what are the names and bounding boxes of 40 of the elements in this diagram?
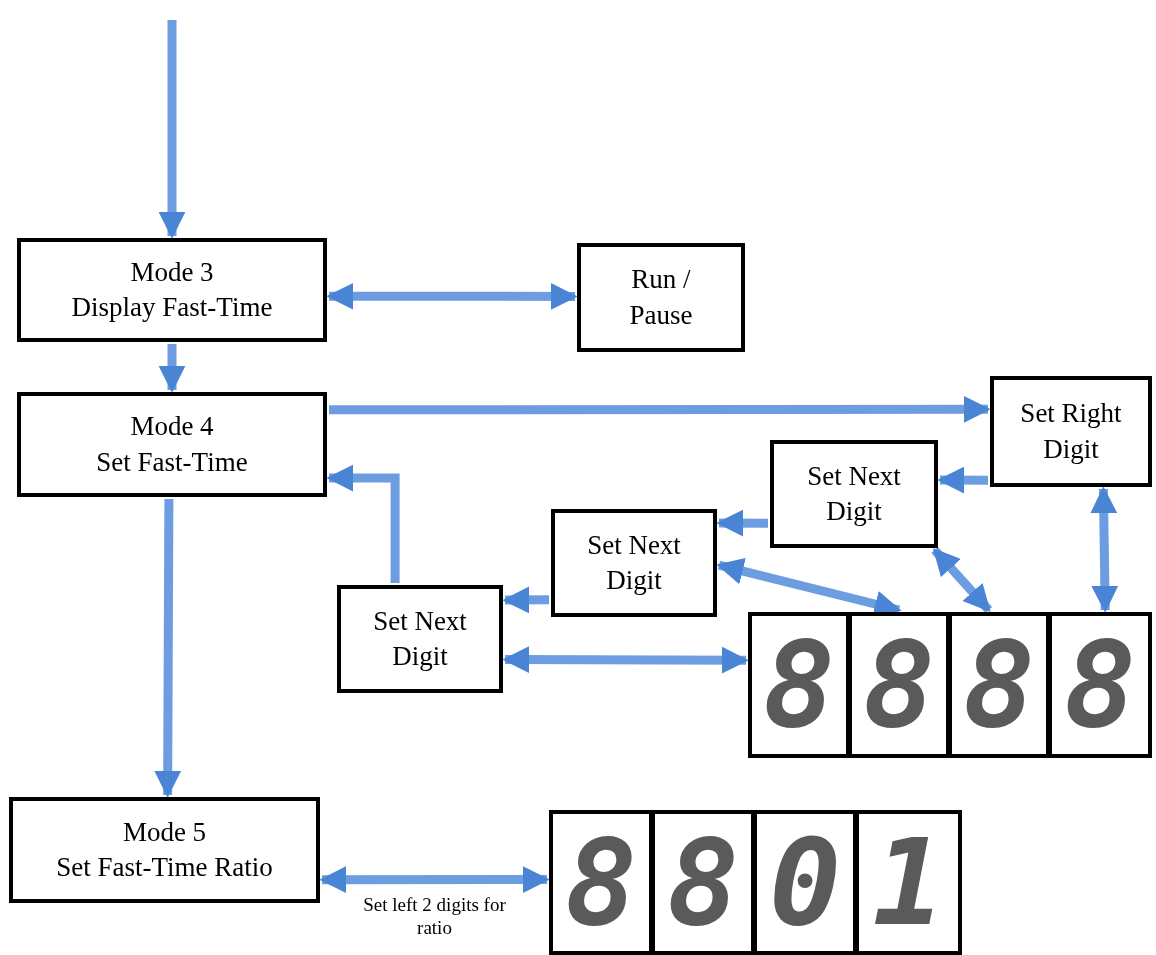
box-text: Set Fast-Time Ratio: [56, 851, 273, 884]
display-digit: 8: [748, 612, 850, 758]
arrow: [158, 20, 186, 239]
display-digit: 0: [753, 810, 857, 955]
box-text: Set Right Digit: [1019, 397, 1123, 466]
state-box: [337, 585, 503, 693]
display-digit: 8: [549, 810, 653, 955]
double-headed-arrow: [931, 546, 993, 614]
arrow: [154, 499, 182, 798]
display-digit: 8: [1048, 612, 1152, 758]
double-headed-arrow: [502, 646, 749, 674]
arrow: [716, 509, 768, 537]
state-box: [990, 376, 1152, 487]
box-heading: Mode 4: [130, 410, 214, 444]
state-box: [9, 797, 320, 903]
box-text: Set Next Digit: [806, 459, 902, 528]
box-text: Run / Pause: [628, 263, 694, 332]
double-headed-arrow: [326, 282, 578, 310]
arrow: [329, 395, 991, 423]
state-box: [770, 440, 938, 548]
box-heading: Mode 3: [130, 255, 214, 289]
state-box: [577, 243, 745, 352]
state-box: [551, 509, 717, 617]
box-text: Display Fast-Time: [71, 291, 273, 324]
double-headed-arrow: [1090, 486, 1119, 613]
state-box: [17, 238, 327, 342]
box-text: Set Fast-Time: [96, 445, 248, 479]
display-digit: 8: [948, 612, 1050, 758]
display-digit: 8: [651, 810, 755, 955]
state-box: [17, 392, 327, 497]
display-digit: 1: [855, 810, 962, 955]
box-text: Set Next Digit: [586, 528, 682, 597]
box-text: Set Next Digit: [372, 604, 468, 673]
arrow: [326, 464, 400, 583]
box-heading: Mode 5: [122, 815, 207, 849]
display-digit: 8: [848, 612, 950, 758]
arrow: [502, 586, 550, 614]
arrow: [158, 344, 186, 393]
arrow: [937, 466, 989, 494]
double-headed-arrow: [319, 866, 550, 894]
